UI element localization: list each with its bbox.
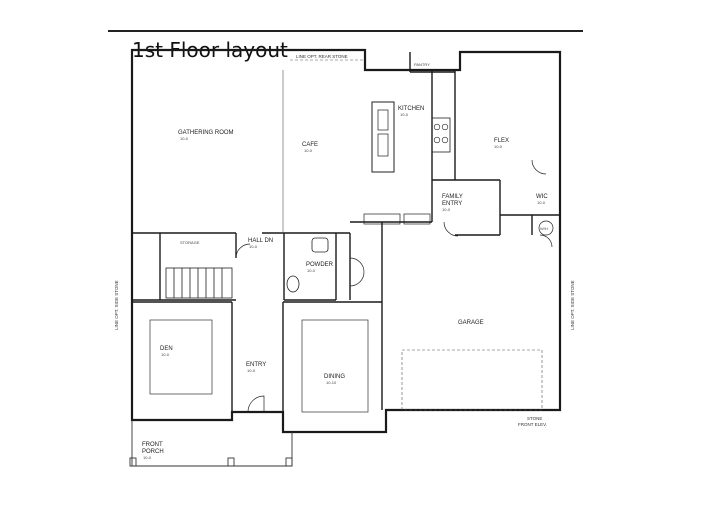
interior-walls: [132, 52, 560, 412]
flex-label: FLEX: [494, 138, 509, 144]
den-label: DEN: [160, 346, 173, 352]
kitchen-label: KITCHEN: [398, 106, 424, 112]
front-porch: [129, 420, 293, 467]
dining-dim: 10-10: [326, 380, 337, 385]
storage-label: STORAGE: [180, 240, 200, 245]
cafe-label: CAFE: [302, 142, 318, 148]
den-dim: 10-0: [161, 352, 170, 357]
burner: [441, 136, 449, 144]
entry-label: ENTRY: [246, 362, 266, 368]
exterior-walls: [130, 48, 562, 434]
hall-label: HALL DN: [248, 238, 273, 244]
left-stone-note: LINE OPT. SIDE STONE: [114, 280, 119, 330]
dining-label: DINING: [324, 374, 345, 380]
burner: [441, 123, 449, 131]
family-entry-label-2: ENTRY: [442, 201, 462, 207]
family-entry-label-1: FAMILY: [442, 194, 463, 200]
sink: [286, 275, 300, 293]
porch-label-1: FRONT: [142, 442, 163, 448]
garage-label: GARAGE: [458, 320, 484, 326]
stone-front-note-1: STONE: [527, 416, 542, 421]
wh-label: W/H: [540, 226, 548, 231]
kitchen-island: [371, 101, 395, 173]
gathering-room-label: GATHERING ROOM: [178, 130, 234, 136]
porch-dim: 10-0: [143, 455, 152, 460]
island-sink: [377, 109, 389, 131]
burner: [433, 123, 441, 131]
water-heater: [538, 220, 554, 236]
toilet: [311, 237, 329, 253]
kitchen-range: [431, 117, 451, 153]
kitchen-counter: [363, 213, 401, 225]
hall-dim: 10-0: [249, 244, 258, 249]
kitchen-dim: 10-0: [400, 112, 409, 117]
rear-stone-note: LINE OPT. REAR STONE: [296, 54, 348, 59]
garage-door: [401, 349, 543, 411]
powder-dim: 10-0: [307, 268, 316, 273]
porch-label-2: PORCH: [142, 449, 164, 455]
powder-label: POWDER: [306, 262, 334, 268]
wic-dim: 10-0: [537, 200, 546, 205]
gathering-room-dim: 10-0: [180, 136, 189, 141]
burner: [433, 136, 441, 144]
staircase: [165, 267, 233, 299]
wic-label: WIC: [536, 194, 548, 200]
right-stone-note: LINE OPT. SIDE STONE: [570, 280, 575, 330]
entry-dim: 10-0: [247, 368, 256, 373]
doors: [235, 159, 553, 413]
kitchen-counter-2: [403, 213, 431, 225]
dining-ceiling: [301, 319, 369, 413]
pantry-label: PANTRY: [414, 62, 430, 67]
island-dishwasher: [377, 133, 389, 157]
family-entry-dim: 10-0: [442, 207, 451, 212]
den-ceiling: [149, 319, 213, 395]
title-rule: [108, 30, 583, 32]
flex-dim: 10-0: [494, 144, 503, 149]
stone-front-note-2: FRONT ELEV.: [518, 422, 547, 427]
cafe-dim: 10-0: [304, 148, 313, 153]
